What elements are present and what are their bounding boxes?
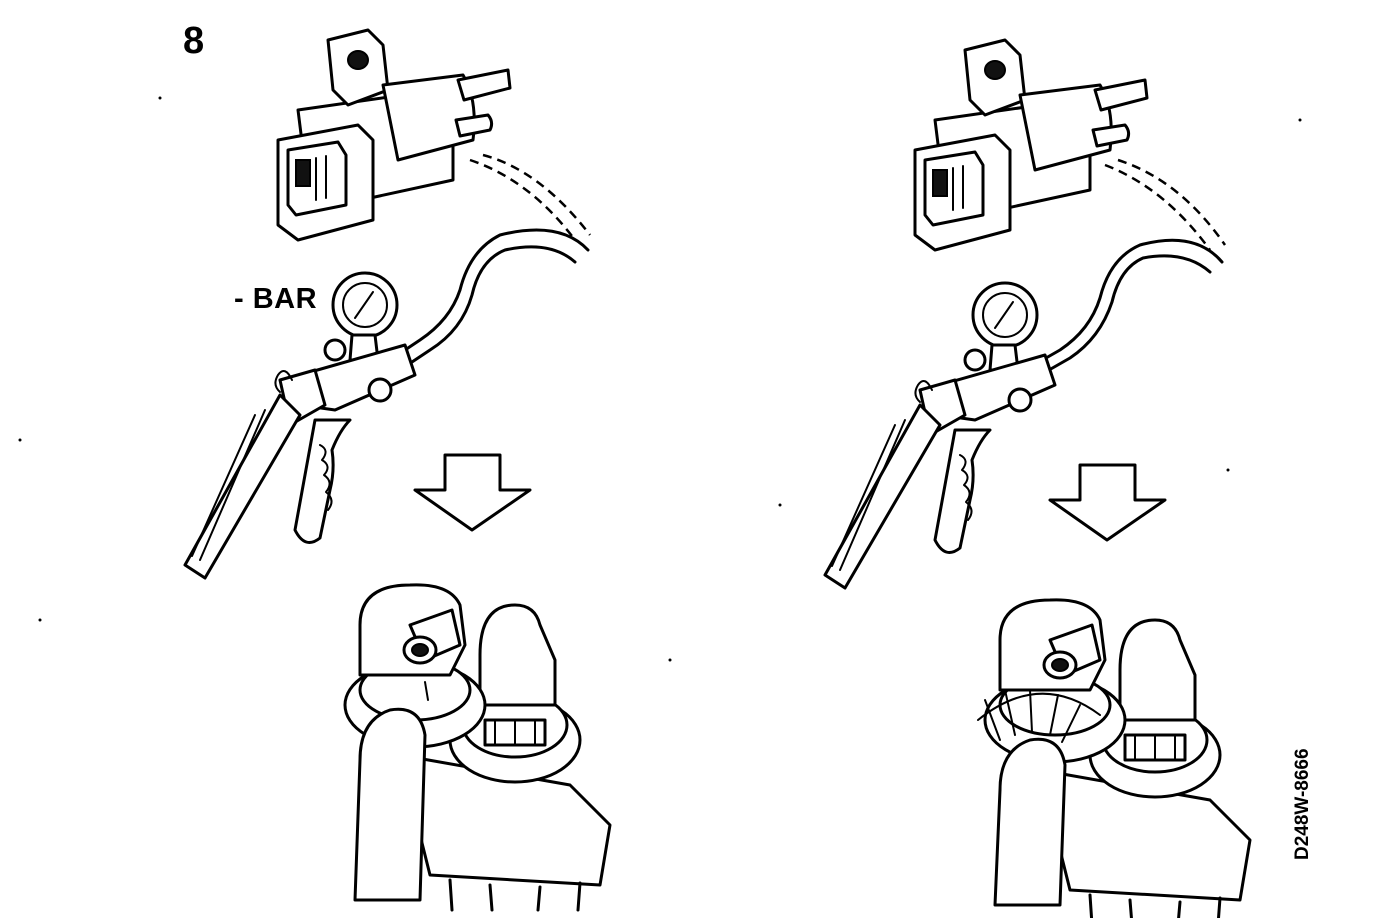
right-panel (823, 38, 1252, 918)
scan-specks (18, 96, 1302, 662)
right-vacuum-pump (823, 281, 1057, 590)
left-air-flow-indicator (482, 153, 591, 236)
right-air-flow-indicator (1117, 158, 1227, 246)
left-hose-end (353, 707, 427, 902)
left-solenoid-valve (276, 28, 512, 242)
right-down-arrow (1048, 463, 1167, 542)
right-hose-flare-outline (977, 692, 1101, 721)
left-vacuum-pump (183, 271, 417, 580)
left-panel (183, 28, 612, 912)
left-down-arrow (413, 453, 532, 532)
left-vacuum-hose (388, 228, 590, 362)
right-vacuum-hose (1023, 238, 1224, 372)
left-drip (424, 681, 429, 701)
step-number: 8 (183, 20, 205, 62)
right-hose-end (993, 737, 1067, 907)
gauge-label: - BAR (234, 283, 318, 315)
right-solenoid-valve (913, 38, 1149, 252)
right-hose-flare-lines (984, 689, 1081, 743)
